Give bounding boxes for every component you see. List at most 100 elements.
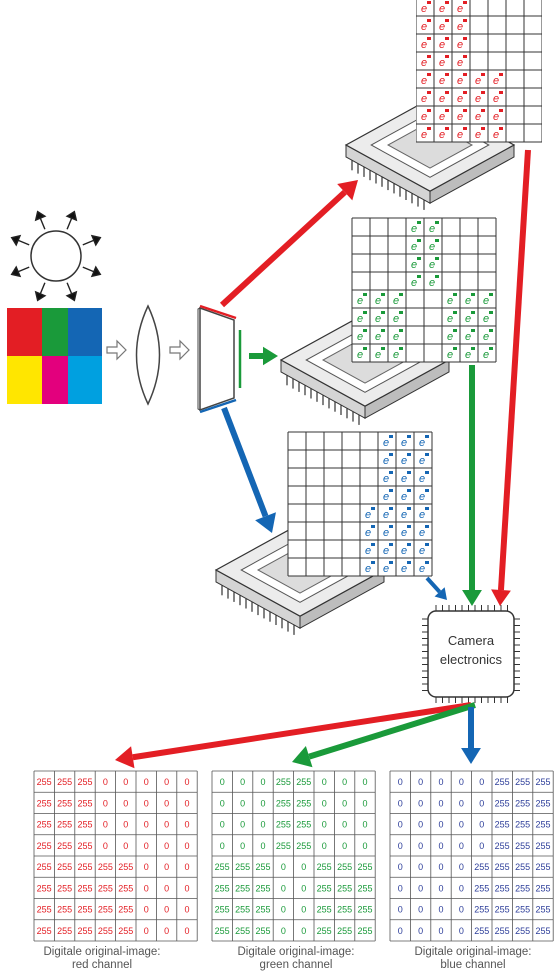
- pixel-value: 0: [322, 777, 327, 787]
- electron-icon: e: [421, 3, 427, 15]
- pixel-value: 0: [479, 841, 484, 851]
- pixel-value: 0: [398, 798, 403, 808]
- electron-charge: [417, 239, 421, 242]
- pixel-value: 255: [515, 841, 530, 851]
- electron-charge: [427, 109, 431, 112]
- electron-icon: e: [383, 491, 389, 503]
- electron-icon: e: [493, 93, 499, 105]
- pixel-value: 255: [235, 862, 250, 872]
- electron-icon: e: [401, 545, 407, 557]
- electron-charge: [453, 329, 457, 332]
- red-channel-caption: Digitale original-image: red channel: [14, 946, 190, 972]
- pixel-value: 0: [164, 905, 169, 915]
- electron-charge: [445, 19, 449, 22]
- electron-icon: e: [393, 295, 399, 307]
- pixel-value: 0: [260, 798, 265, 808]
- electron-charge: [489, 329, 493, 332]
- pixel-value: 255: [495, 777, 510, 787]
- mosaic-tile: [68, 308, 102, 356]
- pixel-value: 0: [322, 820, 327, 830]
- electron-icon: e: [375, 349, 381, 361]
- electron-icon: e: [439, 129, 445, 141]
- pixel-value: 255: [255, 862, 270, 872]
- pixel-value: 0: [144, 798, 149, 808]
- pixel-value: 255: [57, 926, 72, 936]
- pixel-value: 255: [215, 862, 230, 872]
- pixel-value: 0: [240, 798, 245, 808]
- electron-icon: e: [411, 259, 417, 271]
- arrow-green-to-electronics-head: [462, 590, 482, 606]
- pixel-value: 255: [57, 798, 72, 808]
- pixel-value: 255: [276, 777, 291, 787]
- pixel-value: 0: [164, 798, 169, 808]
- pixel-value: 0: [103, 798, 108, 808]
- electron-charge: [445, 37, 449, 40]
- caption-line: red channel: [71, 959, 133, 971]
- pixel-value: 0: [164, 862, 169, 872]
- pixel-value: 255: [296, 820, 311, 830]
- pixel-value: 0: [164, 777, 169, 787]
- pixel-value: 0: [220, 777, 225, 787]
- sun-ray-head: [10, 265, 22, 278]
- electron-charge: [499, 127, 503, 130]
- pixel-value: 255: [495, 798, 510, 808]
- pixel-value: 0: [103, 841, 108, 851]
- pixel-value: 0: [164, 883, 169, 893]
- electron-charge: [435, 239, 439, 242]
- arrow-to-red-sensor-head: [337, 180, 358, 201]
- electron-charge: [407, 561, 411, 564]
- electron-icon: e: [419, 455, 425, 467]
- electron-charge: [427, 19, 431, 22]
- table-grid-lines: [389, 770, 554, 942]
- electron-charge: [389, 561, 393, 564]
- pixel-value: 0: [479, 820, 484, 830]
- beam-splitter-prism: [197, 304, 242, 414]
- pixel-value: 255: [235, 926, 250, 936]
- electron-charge: [453, 347, 457, 350]
- pixel-value: 255: [515, 883, 530, 893]
- sun-ray-head: [90, 234, 102, 247]
- electron-icon: e: [393, 331, 399, 343]
- pixel-value: 0: [123, 841, 128, 851]
- table-grid-lines: [33, 770, 198, 942]
- table-grid-lines: [211, 770, 376, 942]
- pixel-value: 0: [220, 798, 225, 808]
- pixel-value: 0: [301, 883, 306, 893]
- electron-charge: [371, 507, 375, 510]
- pixel-value: 0: [144, 883, 149, 893]
- pixel-value: 0: [342, 777, 347, 787]
- electron-icon: e: [483, 331, 489, 343]
- electron-charge: [381, 329, 385, 332]
- pixel-value: 0: [418, 841, 423, 851]
- electron-charge: [371, 561, 375, 564]
- electron-icon: e: [421, 39, 427, 51]
- pixel-value: 255: [317, 883, 332, 893]
- electron-charge: [471, 293, 475, 296]
- mosaic-tile: [42, 356, 68, 404]
- electron-charge: [463, 37, 467, 40]
- sun-ray-head: [90, 265, 102, 278]
- pixel-value: 0: [459, 798, 464, 808]
- pixel-value: 255: [77, 798, 92, 808]
- electron-charge: [425, 561, 429, 564]
- pixel-value: 255: [37, 926, 52, 936]
- pixel-value: 255: [98, 862, 113, 872]
- electron-icon: e: [465, 313, 471, 325]
- arrow-to-red-sensor: [219, 189, 347, 308]
- electron-icon: e: [439, 93, 445, 105]
- electron-icon: e: [383, 545, 389, 557]
- electron-charge: [427, 37, 431, 40]
- pixel-value: 255: [535, 820, 550, 830]
- electron-icon: e: [439, 39, 445, 51]
- pixel-value: 0: [459, 841, 464, 851]
- pixel-value: 255: [357, 883, 372, 893]
- pixel-value: 0: [240, 777, 245, 787]
- pixel-value: 255: [474, 862, 489, 872]
- electron-icon: e: [411, 241, 417, 253]
- electron-charge: [381, 311, 385, 314]
- electron-charge: [425, 471, 429, 474]
- electron-charge: [499, 91, 503, 94]
- electron-charge: [389, 453, 393, 456]
